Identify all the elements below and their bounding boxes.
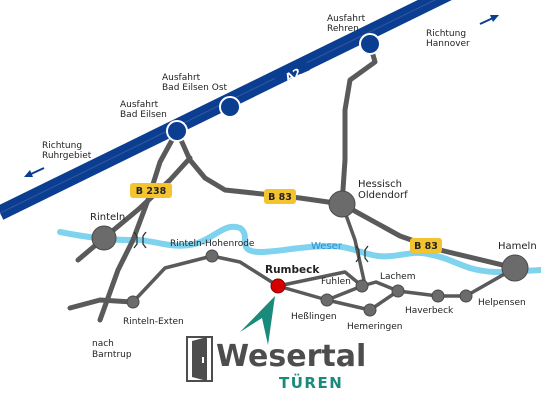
- town-hessisch-oldendorf-marker: [328, 190, 356, 218]
- village-lachem-label: Lachem: [380, 272, 416, 282]
- village-helpensen-label: Helpensen: [478, 298, 526, 308]
- exit-bad-eilsen-ost-label-2: Bad Eilsen Ost: [162, 83, 228, 93]
- pointer-arrow-icon: [240, 296, 275, 345]
- door-icon: [186, 336, 213, 382]
- village-hesslingen-label: Heßlingen: [291, 312, 337, 322]
- svg-text:B 238: B 238: [136, 186, 167, 197]
- exit-bad-eilsen-label-2: Bad Eilsen: [120, 110, 167, 120]
- village-rinteln-hohenrode-marker: [205, 249, 219, 263]
- weser-river: [57, 223, 541, 275]
- village-rinteln-exten-marker: [126, 295, 140, 309]
- village-rinteln-hohenrode-label: Rinteln-Hohenrode: [170, 239, 255, 249]
- direction-ruhrgebiet-label-1: Richtung: [42, 141, 82, 151]
- a2-autobahn-edge: [0, 0, 541, 213]
- village-fuhlen-label: Fuhlen: [321, 277, 351, 287]
- village-hemeringen-label: Hemeringen: [347, 322, 402, 332]
- direction-hannover-label-1: Richtung: [426, 29, 466, 39]
- arrow-ruhrgebiet-icon: [24, 167, 45, 177]
- town-hameln-label: Hameln: [498, 241, 537, 252]
- exit-bad-eilsen-ost: [219, 96, 241, 118]
- river-weser-label: Weser: [311, 241, 343, 252]
- road-b238: [97, 128, 180, 323]
- rumbeck-location-marker: [270, 278, 286, 294]
- a2-autobahn: [0, 0, 452, 220]
- exit-rehren-label-1: Ausfahrt: [327, 14, 366, 24]
- village-helpensen-marker: [459, 289, 473, 303]
- exit-rehren-label-2: Rehren: [327, 24, 359, 34]
- village-hesslingen-marker: [320, 293, 334, 307]
- village-rinteln-exten-label: Rinteln-Exten: [123, 317, 184, 327]
- town-rinteln-marker: [91, 225, 117, 251]
- village-rumbeck-label: Rumbeck: [265, 264, 320, 276]
- svg-text:B 83: B 83: [268, 192, 292, 203]
- bridge-rinteln: [133, 231, 147, 249]
- bridge-fuhlen: [355, 245, 369, 263]
- town-hessisch-label-1: Hessisch: [358, 179, 402, 190]
- to-barntrup-label-1: nach: [92, 339, 114, 349]
- a2-label: A2: [283, 66, 303, 85]
- road-local-hemeringen: [325, 289, 400, 312]
- exit-bad-eilsen-label-1: Ausfahrt: [120, 100, 159, 110]
- to-barntrup-label-2: Barntrup: [92, 350, 132, 360]
- road-b83-east: [339, 201, 518, 271]
- wesertal-logo: Wesertal TÜREN: [186, 336, 366, 392]
- direction-ruhrgebiet-label-2: Ruhrgebiet: [42, 151, 92, 161]
- logo-tueren: TÜREN: [279, 373, 343, 392]
- town-hameln-marker: [501, 254, 529, 282]
- shield-b83-west: B 83: [264, 189, 296, 204]
- village-haverbeck-label: Haverbeck: [405, 306, 454, 316]
- road-local-rumbeck-fuhlen: [276, 270, 364, 288]
- logo-wesertal: Wesertal: [216, 339, 366, 374]
- shield-b83-east: B 83: [410, 238, 442, 253]
- exit-bad-eilsen: [166, 120, 188, 142]
- town-rinteln-label: Rinteln: [90, 212, 125, 223]
- a2-badge: A2: [274, 62, 310, 85]
- direction-hannover-label-2: Hannover: [426, 39, 470, 49]
- exit-bad-eilsen-ost-label-1: Ausfahrt: [162, 73, 201, 83]
- village-fuhlen-marker: [355, 279, 369, 293]
- svg-text:B 83: B 83: [414, 241, 438, 252]
- road-bad-eilsen-b83: [174, 128, 345, 207]
- road-rehren: [339, 41, 378, 207]
- village-hemeringen-marker: [363, 303, 377, 317]
- road-exten: [67, 297, 136, 311]
- exit-rehren: [359, 33, 381, 55]
- village-lachem-marker: [391, 284, 405, 298]
- town-hessisch-label-2: Oldendorf: [358, 190, 408, 201]
- village-haverbeck-marker: [431, 289, 445, 303]
- arrow-hannover-icon: [479, 15, 499, 25]
- shield-b238: B 238: [130, 183, 172, 198]
